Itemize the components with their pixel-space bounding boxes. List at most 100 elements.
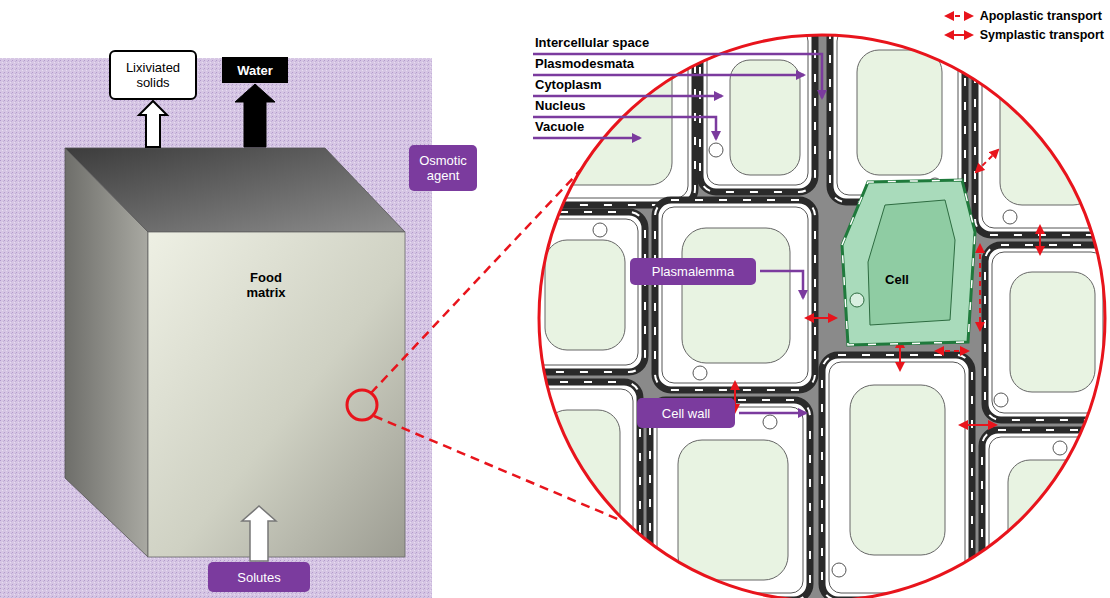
node-text: Plasmalemma	[652, 264, 734, 279]
plasmodesma-gaps	[700, 22, 815, 192]
plant-cell	[650, 400, 810, 598]
legend-item: Apoplastic transport	[942, 6, 1104, 25]
leader-line	[533, 54, 822, 98]
vacuole-shape	[682, 228, 790, 363]
part-label: Plasmodesmata	[535, 56, 634, 72]
membrane	[989, 437, 1105, 593]
legend-sample	[942, 29, 976, 41]
plant-cell	[655, 200, 815, 390]
part-label: Nucleus	[535, 98, 586, 114]
membrane	[662, 207, 808, 383]
osmotic-solution-ground	[0, 58, 432, 598]
cell-wall-shape	[982, 430, 1110, 598]
cell-wall-shape	[520, 382, 640, 562]
plasmodesma-gaps	[830, 22, 965, 202]
leader-lines	[533, 54, 822, 413]
membrane	[532, 27, 688, 198]
apoplastic-arrow	[979, 245, 981, 330]
leader-line	[533, 74, 804, 77]
plasmodesma-gaps	[650, 400, 810, 598]
apoplastic-arrow	[976, 150, 998, 172]
vacuole-shape	[868, 200, 955, 325]
part-label: Cytoplasm	[535, 77, 601, 93]
cell-wall-shape	[975, 30, 1110, 235]
cube-left-face	[65, 148, 148, 557]
cell-wall-shape	[655, 200, 815, 390]
membrane	[527, 389, 633, 555]
symplastic-arrow	[806, 317, 836, 319]
cell-outline	[832, 172, 980, 350]
leader-line	[760, 271, 803, 298]
food-cube: Food matrix	[65, 148, 408, 505]
cell-wall-shape	[822, 355, 972, 598]
membrane	[992, 252, 1103, 413]
vacuole-shape	[678, 440, 788, 580]
plant-cell	[985, 245, 1110, 420]
output-box: Water	[222, 57, 288, 83]
membrane	[982, 37, 1108, 228]
part-name-box: Cell wall	[637, 398, 735, 428]
nucleus-shape	[832, 563, 846, 577]
legend-text: Apoplastic transport	[980, 9, 1102, 23]
plasmodesma-gaps	[525, 20, 695, 205]
solute-gain-arrow	[242, 506, 276, 561]
vacuole-shape	[850, 385, 945, 555]
nucleus-shape	[1003, 210, 1017, 224]
leader-line	[533, 95, 722, 98]
plant-cell	[700, 22, 815, 192]
output-box: Lixiviated solids	[109, 50, 197, 100]
plant-cell	[975, 30, 1110, 235]
legend-line	[946, 34, 972, 36]
vacuole-shape	[545, 410, 620, 535]
apoplastic-arrow	[936, 350, 968, 352]
cube-front-face	[148, 232, 405, 557]
vacuole-shape	[1010, 272, 1095, 392]
plant-cell	[982, 430, 1110, 598]
cell-wall-shape	[525, 20, 695, 205]
water-loss-arrow	[235, 84, 275, 147]
node-text: Food matrix	[229, 270, 303, 300]
plasmodesma-gaps	[975, 30, 1110, 235]
legend: Apoplastic transportSymplastic transport	[942, 6, 1104, 44]
plant-cell	[830, 22, 965, 202]
membrane	[837, 29, 958, 195]
membrane	[657, 407, 803, 593]
nucleus-shape	[850, 293, 864, 307]
leaching-arrow	[139, 101, 167, 147]
cell-wall-shape	[985, 245, 1110, 420]
node-text: Osmotic agent	[414, 153, 472, 183]
cell-wall-shape	[830, 22, 965, 202]
part-name-box: Plasmalemma	[630, 258, 756, 285]
nucleus-shape	[763, 415, 777, 429]
legend-line	[946, 15, 972, 17]
node-text: Cell wall	[662, 406, 710, 421]
nucleus-shape	[1053, 441, 1067, 455]
symplastic-arrow	[960, 424, 996, 426]
membrane	[829, 362, 965, 593]
tissue	[520, 20, 1110, 598]
plasmodesma-gaps	[655, 200, 815, 390]
legend-item: Symplastic transport	[942, 25, 1104, 44]
vacuole-shape	[857, 50, 942, 175]
nucleus-shape	[994, 393, 1008, 407]
vacuole-shape	[1000, 60, 1095, 205]
symplastic-arrow	[1039, 226, 1041, 254]
legend-text: Symplastic transport	[980, 28, 1104, 42]
plant-cell	[520, 382, 640, 562]
nucleus-shape	[709, 143, 723, 157]
node-text: Water	[237, 63, 273, 78]
node-text: Solutes	[237, 570, 280, 585]
part-label: Vacuole	[535, 119, 584, 135]
plant-cell	[822, 355, 972, 598]
nucleus-shape	[593, 223, 607, 237]
nucleus-shape	[603, 538, 617, 552]
leader-line	[533, 137, 640, 140]
plasmodesma-gaps	[822, 355, 972, 598]
highlighted-cell: Cell	[832, 172, 980, 350]
zoom-marker	[347, 390, 377, 420]
legend-sample	[942, 10, 976, 22]
part-label: Intercellular space	[535, 35, 649, 51]
node-text: Lixiviated solids	[116, 60, 190, 90]
nucleus-shape	[693, 366, 707, 380]
